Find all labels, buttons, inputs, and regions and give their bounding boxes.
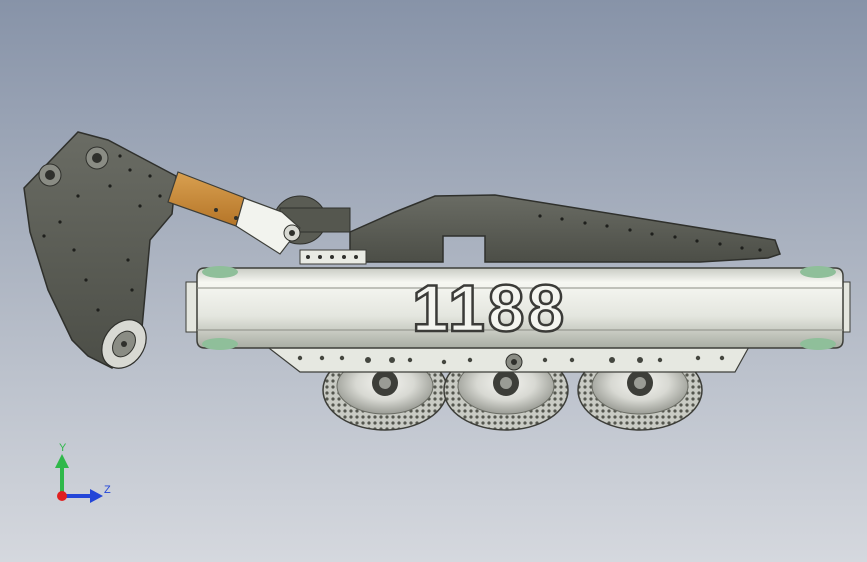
arm-link[interactable] [167, 171, 301, 255]
tube-end-cap-right [800, 266, 836, 278]
main-tube[interactable]: 1188 [185, 266, 851, 350]
arm-plate[interactable] [23, 131, 177, 369]
lower-chassis-plate[interactable] [263, 344, 752, 373]
coordinate-triad: Y Z [40, 438, 130, 518]
upper-frame-plate[interactable] [349, 194, 781, 263]
triad-z-label: Z [104, 484, 111, 496]
hull-number: 1188 [412, 271, 567, 345]
axis-arrows [55, 454, 103, 503]
triad-y-label: Y [59, 442, 67, 454]
arm-roller[interactable] [93, 311, 156, 377]
tube-end-cap-left [202, 266, 238, 278]
